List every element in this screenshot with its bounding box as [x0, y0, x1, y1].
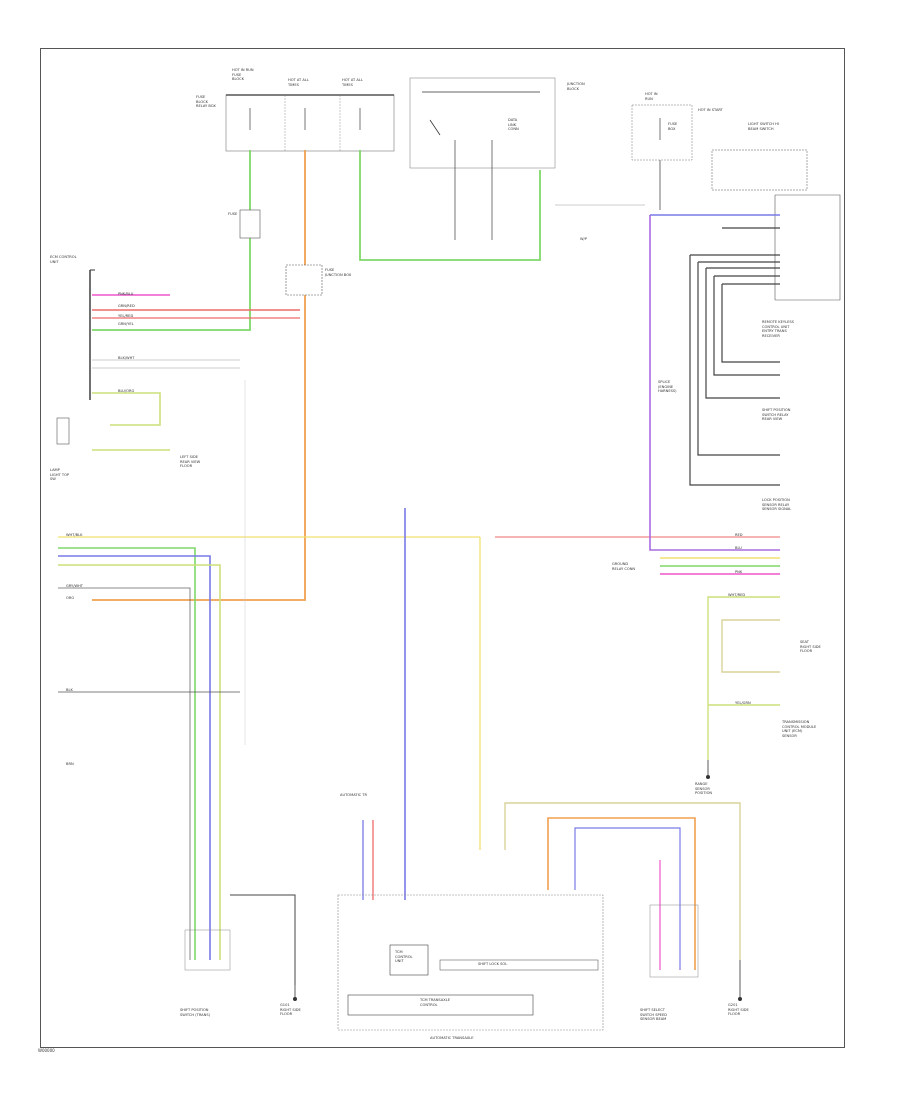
label-right-block-2: SHIFT POSITION SWITCH RELAY REAR VIEW: [762, 408, 791, 422]
label-inner-bar: SHIFT LOCK SOL: [478, 962, 508, 966]
wire-tag-grn-yel: GRN/YEL: [118, 322, 134, 326]
label-w-p: W/P: [580, 237, 587, 241]
label-ground-bottom-1: G101 RIGHT SIDE FLOOR: [280, 1003, 301, 1017]
wire-tag-red: RED: [735, 533, 743, 537]
label-cluster-connector: FUSE JUNCTION BOX: [325, 268, 352, 277]
wire-tag-brn: BRN: [66, 762, 74, 766]
relay-top-right: [631, 104, 693, 210]
wire-green-1: [92, 150, 251, 331]
label-right-block-1: REMOTE KEYLESS CONTROL UNIT ENTRY TRANS …: [762, 320, 794, 338]
wire-tag-gr-r: GRN/RED: [118, 304, 135, 308]
wire-tan-right: [721, 619, 780, 673]
transaxle-box: [337, 894, 604, 1031]
label-range-sensor: RANGE SENSOR POSITION: [695, 782, 713, 796]
label-right-block-3: LOCK POSITION SENSOR RELAY SENSOR SIGNAL: [762, 498, 792, 512]
label-ecm-title: ECM CONTROL UNIT: [50, 255, 77, 264]
diagram-frame: [40, 48, 845, 1048]
label-fuse-block-note: FUSE BLOCK RELAY BOX: [196, 95, 216, 109]
label-junction-block: JUNCTION BLOCK: [567, 82, 585, 91]
label-right-block-5: TRANSMISSION CONTROL MODULE UNIT (ECM) S…: [782, 720, 817, 738]
label-data-link: DATA LINK CONN: [508, 118, 519, 132]
label-hot-at-all-times-b: HOT AT ALL TIMES: [342, 78, 363, 87]
wire-blue-bottom: [574, 827, 681, 970]
wire-yg-right-lower: [707, 596, 780, 760]
wire-tag-blu-org: BLU/ORG: [118, 389, 135, 393]
label-bottom-center: AUTOMATIC TRANSAXLE: [430, 1036, 474, 1040]
wire-purple-right: [649, 215, 780, 551]
label-hot-at-all-times-a: HOT AT ALL TIMES: [288, 78, 309, 87]
wire-tag-blk-wht: BLK/WHT: [118, 356, 135, 360]
ground-symbol-2: [738, 960, 742, 1001]
label-light-switch-hi: LIGHT SWITCH HI BEAM SWITCH: [748, 122, 779, 131]
wire-green-2: [359, 150, 541, 261]
wire-tag-blu: BLU: [735, 546, 742, 550]
wire-orange: [92, 150, 306, 601]
ecm-connector-left: [89, 269, 95, 400]
label-automatic-tr: AUTOMATIC TR: [340, 793, 367, 797]
right-module: [711, 149, 841, 301]
relay-top: [409, 77, 556, 240]
wire-tag-blk: BLK: [66, 688, 73, 692]
wire-tag-wht-red: WHT/RED: [728, 593, 746, 597]
wire-tag-wht-blk: WHT/BLK: [66, 533, 83, 537]
fuse-block: [225, 94, 395, 152]
wire-blue-long: [58, 555, 211, 960]
wire-gray-bottom-left: [230, 894, 296, 985]
label-control-unit-box: TCM CONTROL UNIT: [395, 950, 413, 964]
lamp-switch: [56, 417, 70, 445]
wire-tag-gry-wht: GRY/WHT: [66, 584, 83, 588]
tcm-main-unit: [347, 994, 534, 1016]
ground-symbol-right: [706, 760, 710, 779]
wire-gray-long: [58, 587, 191, 960]
label-splice-note: SPLICE (ENGINE HARNESS): [658, 380, 677, 394]
label-hot-in-run: HOT IN RUN FUSE BLOCK: [232, 68, 254, 82]
wire-tan-bus: [504, 802, 741, 960]
tcm-inner-bar: [439, 959, 599, 971]
wire-orange-bottom: [547, 817, 696, 970]
wire-tag-yel-grn: YEL/GRN: [735, 701, 751, 705]
wire-tag-pk-bl: PNK/BLU: [118, 292, 134, 296]
wire-yg-loop: [92, 392, 161, 426]
wire-tag-org: ORG: [66, 596, 75, 600]
label-ground-right: GROUND RELAY CONN: [612, 562, 636, 571]
label-fuse-relay-box-right: FUSE BOX: [668, 122, 678, 131]
wire-tag-pnk: PNK: [735, 570, 743, 574]
label-bottom-left-title: SHIFT POSITION SWITCH (TRANS): [180, 1008, 211, 1017]
label-hot-in-start: HOT IN START: [698, 108, 723, 112]
junction-block: [285, 264, 323, 296]
figure-code: W00000: [38, 1048, 55, 1053]
ground-symbol-1: [293, 985, 297, 1001]
label-right-bottom: SHIFT SELECT SWITCH SPEED SENSOR BEAM: [640, 1008, 667, 1022]
right-gray-bus: [689, 227, 780, 486]
label-ground-bottom-2: G201 RIGHT SIDE FLOOR: [728, 1003, 749, 1017]
wire-yg-long: [58, 564, 221, 960]
label-main-unit: TCM TRANSAXLE CONTROL: [420, 998, 450, 1007]
tcm-control-box: [389, 944, 429, 976]
label-right-block-4: SEAT RIGHT SIDE FLOOR: [800, 640, 821, 654]
bottom-left-connector: [184, 929, 231, 971]
label-left-side-text: LEFT SIDE REAR VIEW FLOOR: [180, 455, 201, 469]
label-fuse-link: FUSE: [228, 212, 238, 216]
label-lamp-left: LAMP LIGHT TOP SW: [50, 468, 70, 482]
label-hot-in-run-right: HOT IN RUN: [645, 92, 658, 101]
bottom-right-switch: [649, 904, 699, 978]
wire-tag-yel-red: YEL/RED: [118, 314, 134, 318]
connector-block-top: [239, 209, 261, 239]
wire-green-long-1: [58, 547, 196, 960]
